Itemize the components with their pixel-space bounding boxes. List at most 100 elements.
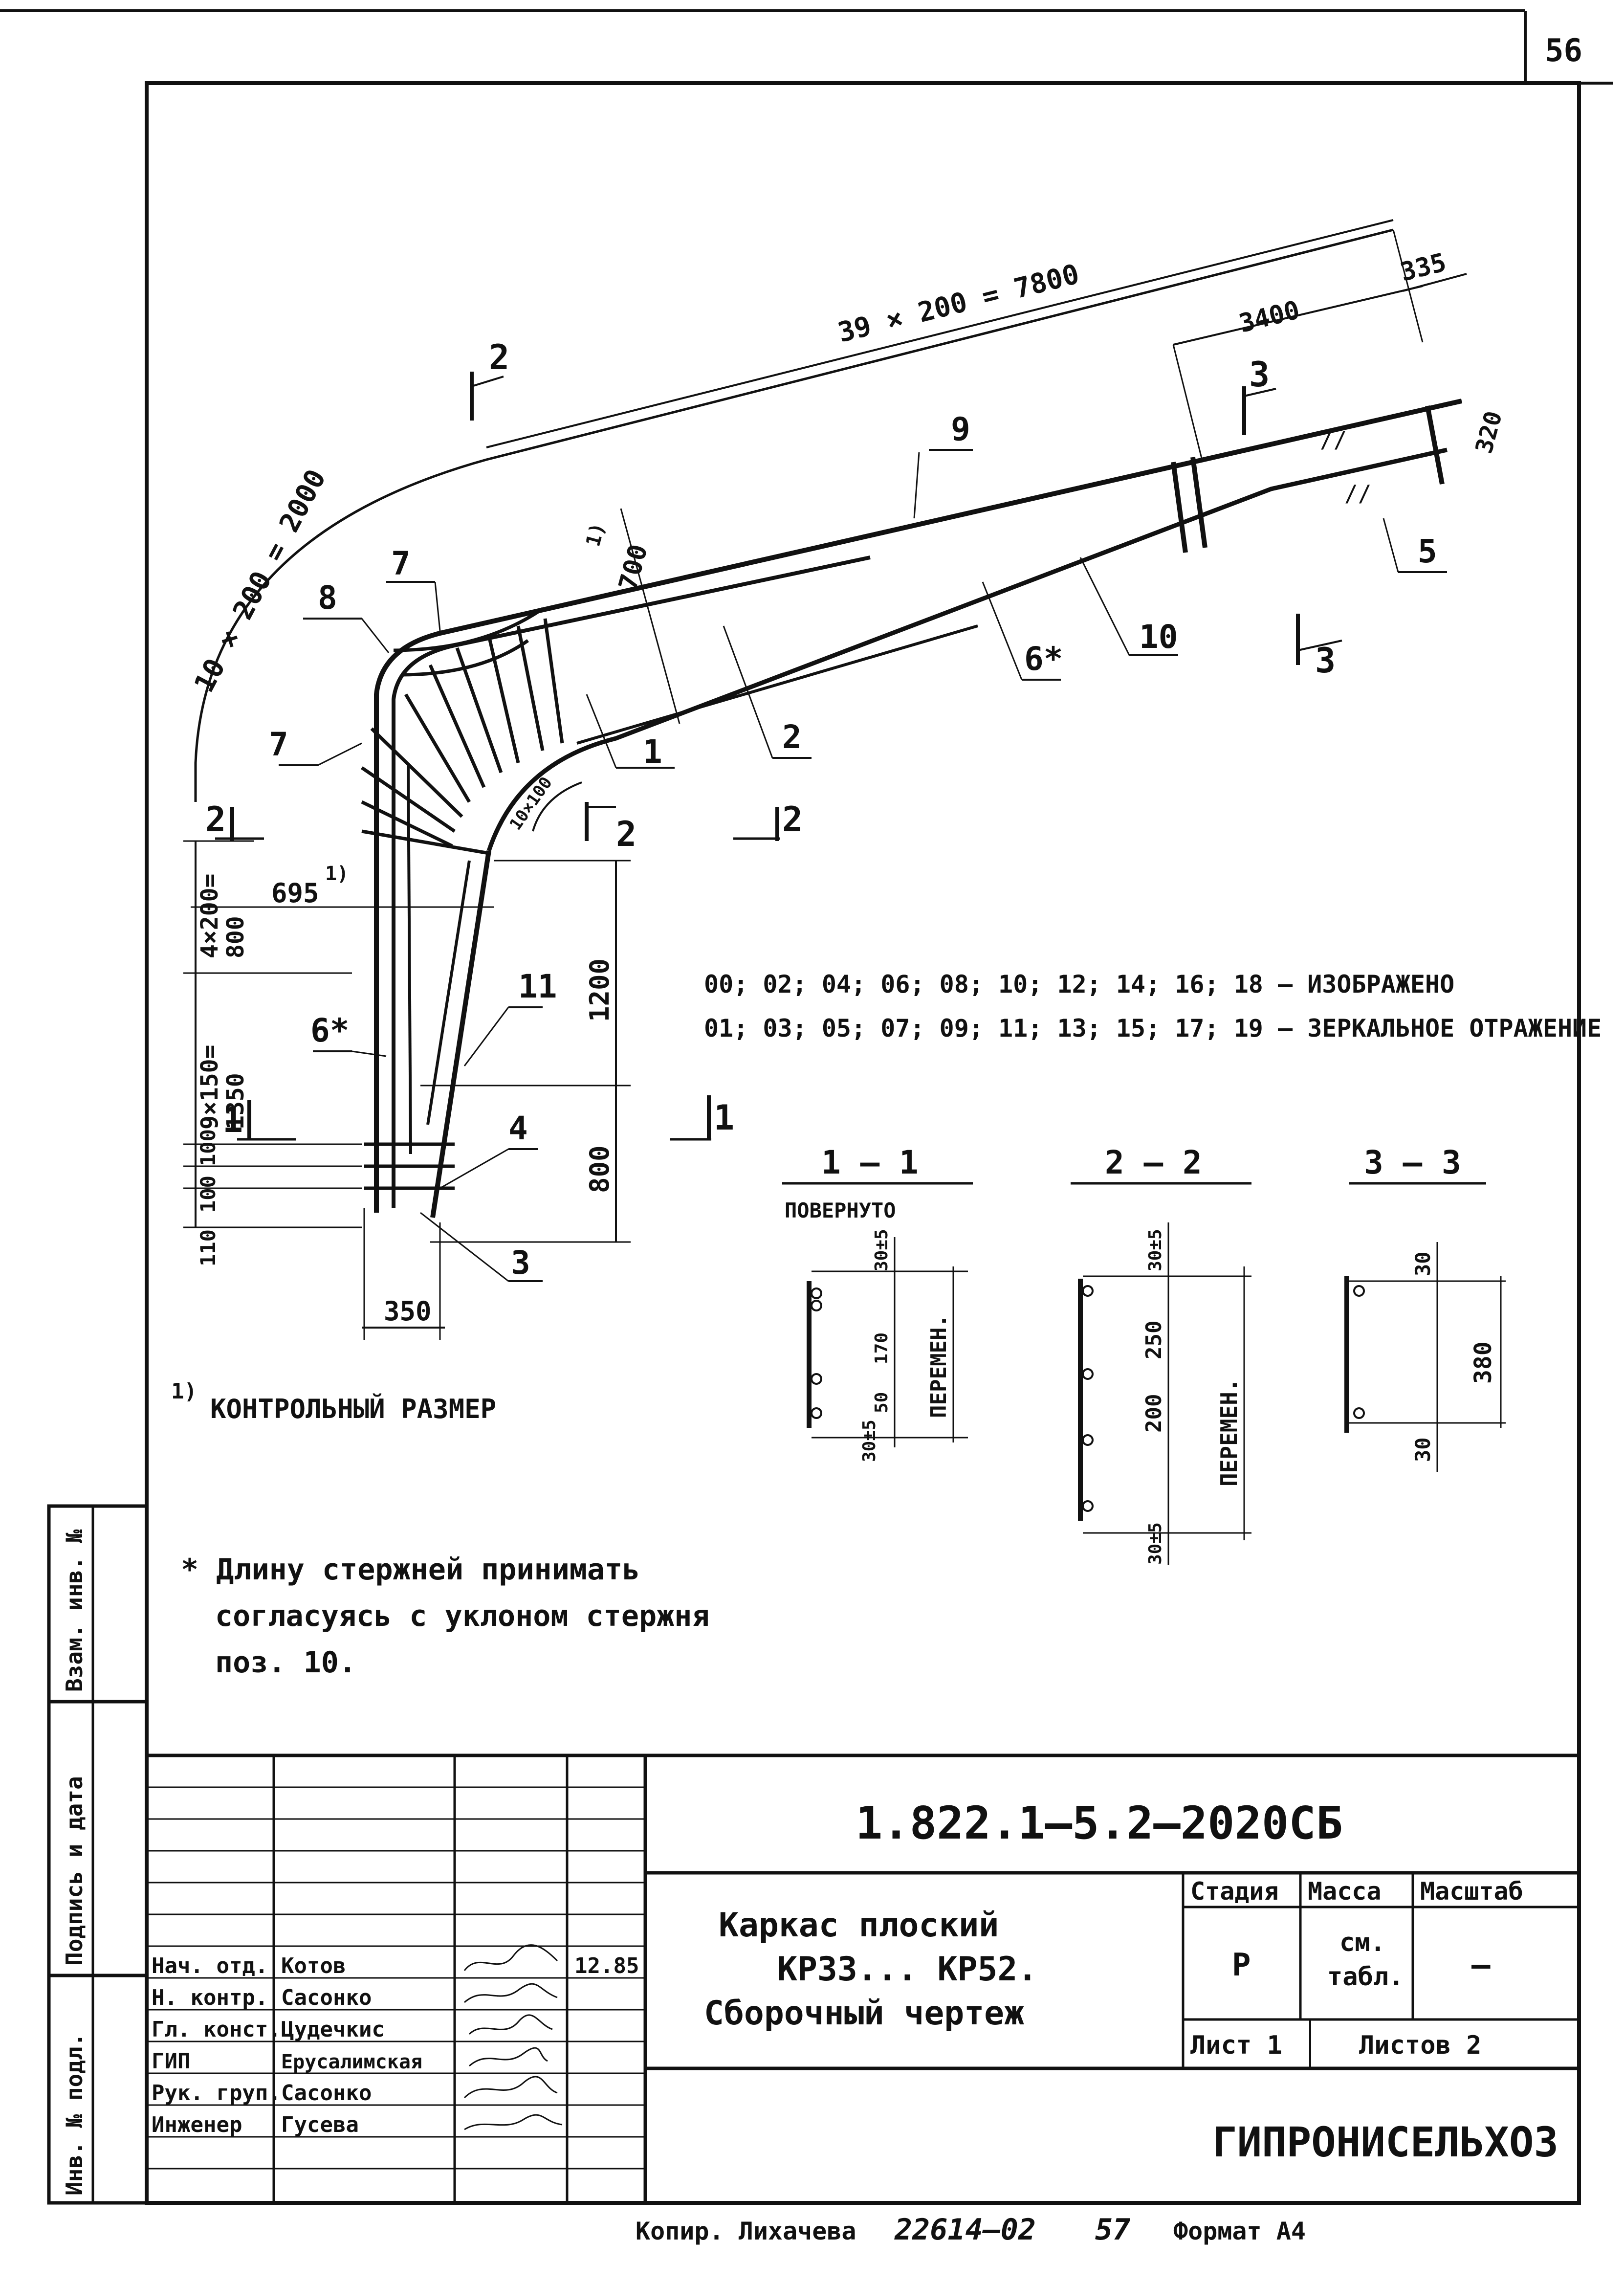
organization: ГИПРОНИСЕЛЬХОЗ bbox=[1212, 2118, 1558, 2166]
role-1: Нач. отд. bbox=[152, 1953, 268, 1978]
cut-2-left: 2 bbox=[205, 799, 226, 840]
mass-value2: табл. bbox=[1327, 1962, 1404, 1992]
pos-3: 3 bbox=[511, 1244, 530, 1282]
title-block: 1.822.1–5.2–2020СБ Каркас плоский КР33..… bbox=[147, 1753, 1579, 2203]
pos-10: 10 bbox=[1139, 618, 1178, 656]
pos-1: 1 bbox=[643, 733, 662, 771]
svg-text://: // bbox=[1320, 426, 1347, 453]
dim-vertical-800: 4×200=800 bbox=[196, 874, 249, 958]
pos-4: 4 bbox=[508, 1109, 528, 1147]
s11-dim-50: 50 bbox=[872, 1392, 892, 1413]
page-frame: 56 bbox=[0, 9, 1613, 85]
name-6: Гусева bbox=[281, 2112, 359, 2137]
stage-value: Р bbox=[1232, 1947, 1251, 1983]
sheet-number: 56 bbox=[1545, 33, 1582, 69]
svg-text://: // bbox=[1344, 480, 1371, 507]
s33-dim-30b: 30 bbox=[1411, 1437, 1435, 1462]
footer-format: Формат А4 bbox=[1173, 2217, 1306, 2245]
pos-6-left: 6* bbox=[310, 1012, 349, 1049]
variant-mirrored: 01; 03; 05; 07; 09; 11; 13; 15; 17; 19 –… bbox=[704, 1014, 1602, 1043]
s11-dim-170: 170 bbox=[872, 1332, 892, 1364]
s22-dim-30a: 30±5 bbox=[1145, 1229, 1165, 1271]
s22-var: ПЕРЕМЕН. bbox=[1216, 1378, 1242, 1486]
dim-control-695: 695 bbox=[271, 878, 319, 909]
title-line1: Каркас плоский bbox=[719, 1906, 999, 1945]
mass-header: Масса bbox=[1308, 1877, 1382, 1906]
cut-3-top: 3 bbox=[1249, 355, 1270, 395]
stage-header: Стадия bbox=[1190, 1877, 1279, 1906]
footer-order: 22614–02 bbox=[894, 2213, 1036, 2247]
pos-7-top: 7 bbox=[391, 545, 411, 582]
sheets-label: Листов 2 bbox=[1359, 2031, 1481, 2060]
signatures bbox=[463, 1944, 563, 2130]
role-4: ГИП bbox=[152, 2049, 190, 2074]
mass-value1: см. bbox=[1339, 1928, 1385, 1957]
dim-end-depth: 320 bbox=[1470, 408, 1508, 456]
name-4: Ерусалимская bbox=[281, 2051, 422, 2073]
footer: Копир. Лихачева 22614–02 57 Формат А4 bbox=[636, 2213, 1306, 2247]
main-frame: Взам. инв. № Подпись и дата Инв. № подл. bbox=[47, 81, 1581, 2205]
stamp-inv: Инв. № подл. bbox=[61, 2033, 88, 2196]
stamp-vzam: Взам. инв. № bbox=[61, 1529, 88, 1692]
cut-2-right: 2 bbox=[782, 799, 803, 840]
dim-top-run: 39 × 200 = 7800 bbox=[835, 258, 1082, 349]
s11-dim-30a: 30±5 bbox=[872, 1229, 892, 1271]
pos-2: 2 bbox=[782, 718, 802, 756]
general-notes: 1) КОНТРОЛЬНЫЙ РАЗМЕР * Длину стержней п… bbox=[171, 1379, 709, 1680]
doc-code: 1.822.1–5.2–2020СБ bbox=[856, 1797, 1343, 1849]
note-control-text: КОНТРОЛЬНЫЙ РАЗМЕР bbox=[210, 1394, 496, 1424]
s22-dim-200: 200 bbox=[1141, 1394, 1166, 1433]
dim-bend-arc: 10 × 200 = 2000 bbox=[188, 465, 332, 698]
dim-end-segment: 3400 bbox=[1236, 295, 1303, 339]
role-2: Н. контр. bbox=[152, 1985, 268, 2010]
cut-2-top: 2 bbox=[489, 337, 509, 377]
s33-dim-380: 380 bbox=[1470, 1341, 1497, 1384]
pos-11: 11 bbox=[518, 968, 557, 1005]
section-1-1-title: 1 – 1 bbox=[821, 1144, 919, 1181]
cut-1-left: 1 bbox=[222, 1100, 243, 1140]
s11-dim-30b: 30±5 bbox=[859, 1420, 879, 1462]
title-line3: Сборочный чертеж bbox=[704, 1994, 1024, 2033]
s33-dim-30a: 30 bbox=[1411, 1251, 1435, 1276]
dim-spacing-100: 100 bbox=[196, 1129, 220, 1166]
section-cut-labels: 2 3 3 2 2 2 1 1 bbox=[205, 337, 1336, 1140]
role-6: Инженер bbox=[152, 2112, 242, 2137]
sheet-label: Лист 1 bbox=[1190, 2031, 1282, 2060]
pos-7-left: 7 bbox=[269, 726, 288, 763]
scale-value: — bbox=[1471, 1947, 1491, 1983]
s22-dim-30b: 30±5 bbox=[1145, 1522, 1165, 1565]
dim-spacing-100b: 100 bbox=[196, 1176, 220, 1213]
role-3: Гл. конст. bbox=[152, 2017, 281, 2042]
section-1-1-sub: ПОВЕРНУТО bbox=[785, 1198, 896, 1222]
pos-8: 8 bbox=[318, 579, 337, 617]
name-5: Сасонко bbox=[281, 2081, 372, 2106]
footer-copier: Копир. Лихачева bbox=[636, 2217, 856, 2245]
note-star-line2: согласуясь с уклоном стержня bbox=[215, 1599, 709, 1633]
position-labels: 9 5 10 6* 2 1 7 8 7 11 6* 4 3 bbox=[269, 410, 1437, 1282]
variant-shown: 00; 02; 04; 06; 08; 10; 12; 14; 16; 18 –… bbox=[704, 970, 1454, 998]
variant-notes: 00; 02; 04; 06; 08; 10; 12; 14; 16; 18 –… bbox=[704, 970, 1602, 1043]
note-control-mark: 1) bbox=[171, 1379, 197, 1404]
role-5: Рук. груп. bbox=[152, 2081, 281, 2106]
dim-depth-note: 1) bbox=[582, 520, 610, 549]
dim-bottom-350: 350 bbox=[384, 1296, 432, 1327]
name-1: Котов bbox=[281, 1953, 346, 1978]
section-2-2: 2 – 2 30±5 250 200 30±5 ПЕРЕМЕН. bbox=[1071, 1144, 1251, 1565]
cut-1-right: 1 bbox=[714, 1098, 734, 1138]
section-2-2-title: 2 – 2 bbox=[1105, 1144, 1202, 1181]
dim-right-800: 800 bbox=[584, 1145, 615, 1193]
section-3-3-title: 3 – 3 bbox=[1364, 1144, 1461, 1181]
stamp-podpis: Подпись и дата bbox=[61, 1776, 88, 1966]
section-3-3: 3 – 3 30 380 30 bbox=[1344, 1144, 1506, 1472]
dim-control-695-note: 1) bbox=[325, 863, 349, 885]
date-value: 12.85 bbox=[574, 1953, 639, 1978]
pos-5: 5 bbox=[1418, 532, 1437, 570]
cut-2-mid: 2 bbox=[616, 814, 636, 854]
cut-3-right: 3 bbox=[1315, 641, 1336, 681]
note-star-line1: * Длину стержней принимать bbox=[181, 1553, 640, 1587]
dim-spacing-110: 110 bbox=[196, 1229, 220, 1266]
dim-right-1200: 1200 bbox=[584, 958, 615, 1022]
s11-var: ПЕРЕМЕН. bbox=[926, 1314, 951, 1418]
pos-9: 9 bbox=[951, 410, 970, 448]
